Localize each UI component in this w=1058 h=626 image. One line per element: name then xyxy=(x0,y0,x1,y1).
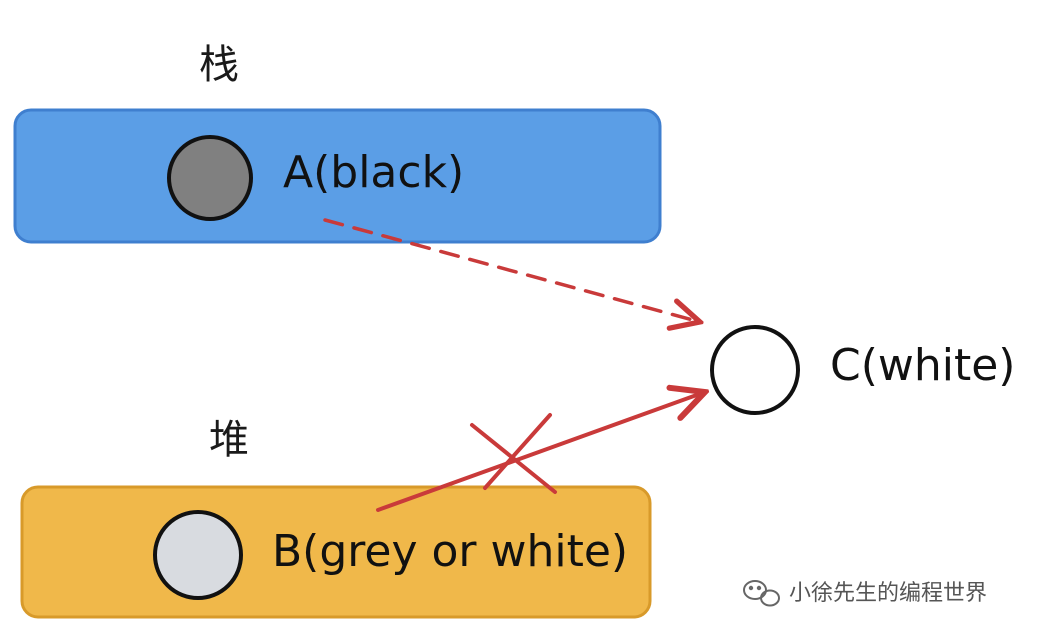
edge-a-to-c xyxy=(323,218,700,322)
node-b-label: B(grey or white) xyxy=(272,526,628,577)
stack-title: 栈 xyxy=(199,42,239,88)
node-c-circle xyxy=(710,325,800,415)
node-a-circle xyxy=(167,135,253,221)
watermark-text: 小徐先生的编程世界 xyxy=(789,581,987,606)
watermark: 小徐先生的编程世界 xyxy=(743,580,987,607)
edge-b-to-c xyxy=(376,392,705,512)
node-b-circle xyxy=(153,510,243,600)
edge-b-to-c-cross-mark xyxy=(470,413,557,494)
wechat-icon xyxy=(743,580,780,607)
stack-box xyxy=(13,108,662,244)
node-a-label: A(black) xyxy=(283,147,464,198)
heap-title: 堆 xyxy=(209,417,249,463)
node-c-label: C(white) xyxy=(830,340,1015,391)
